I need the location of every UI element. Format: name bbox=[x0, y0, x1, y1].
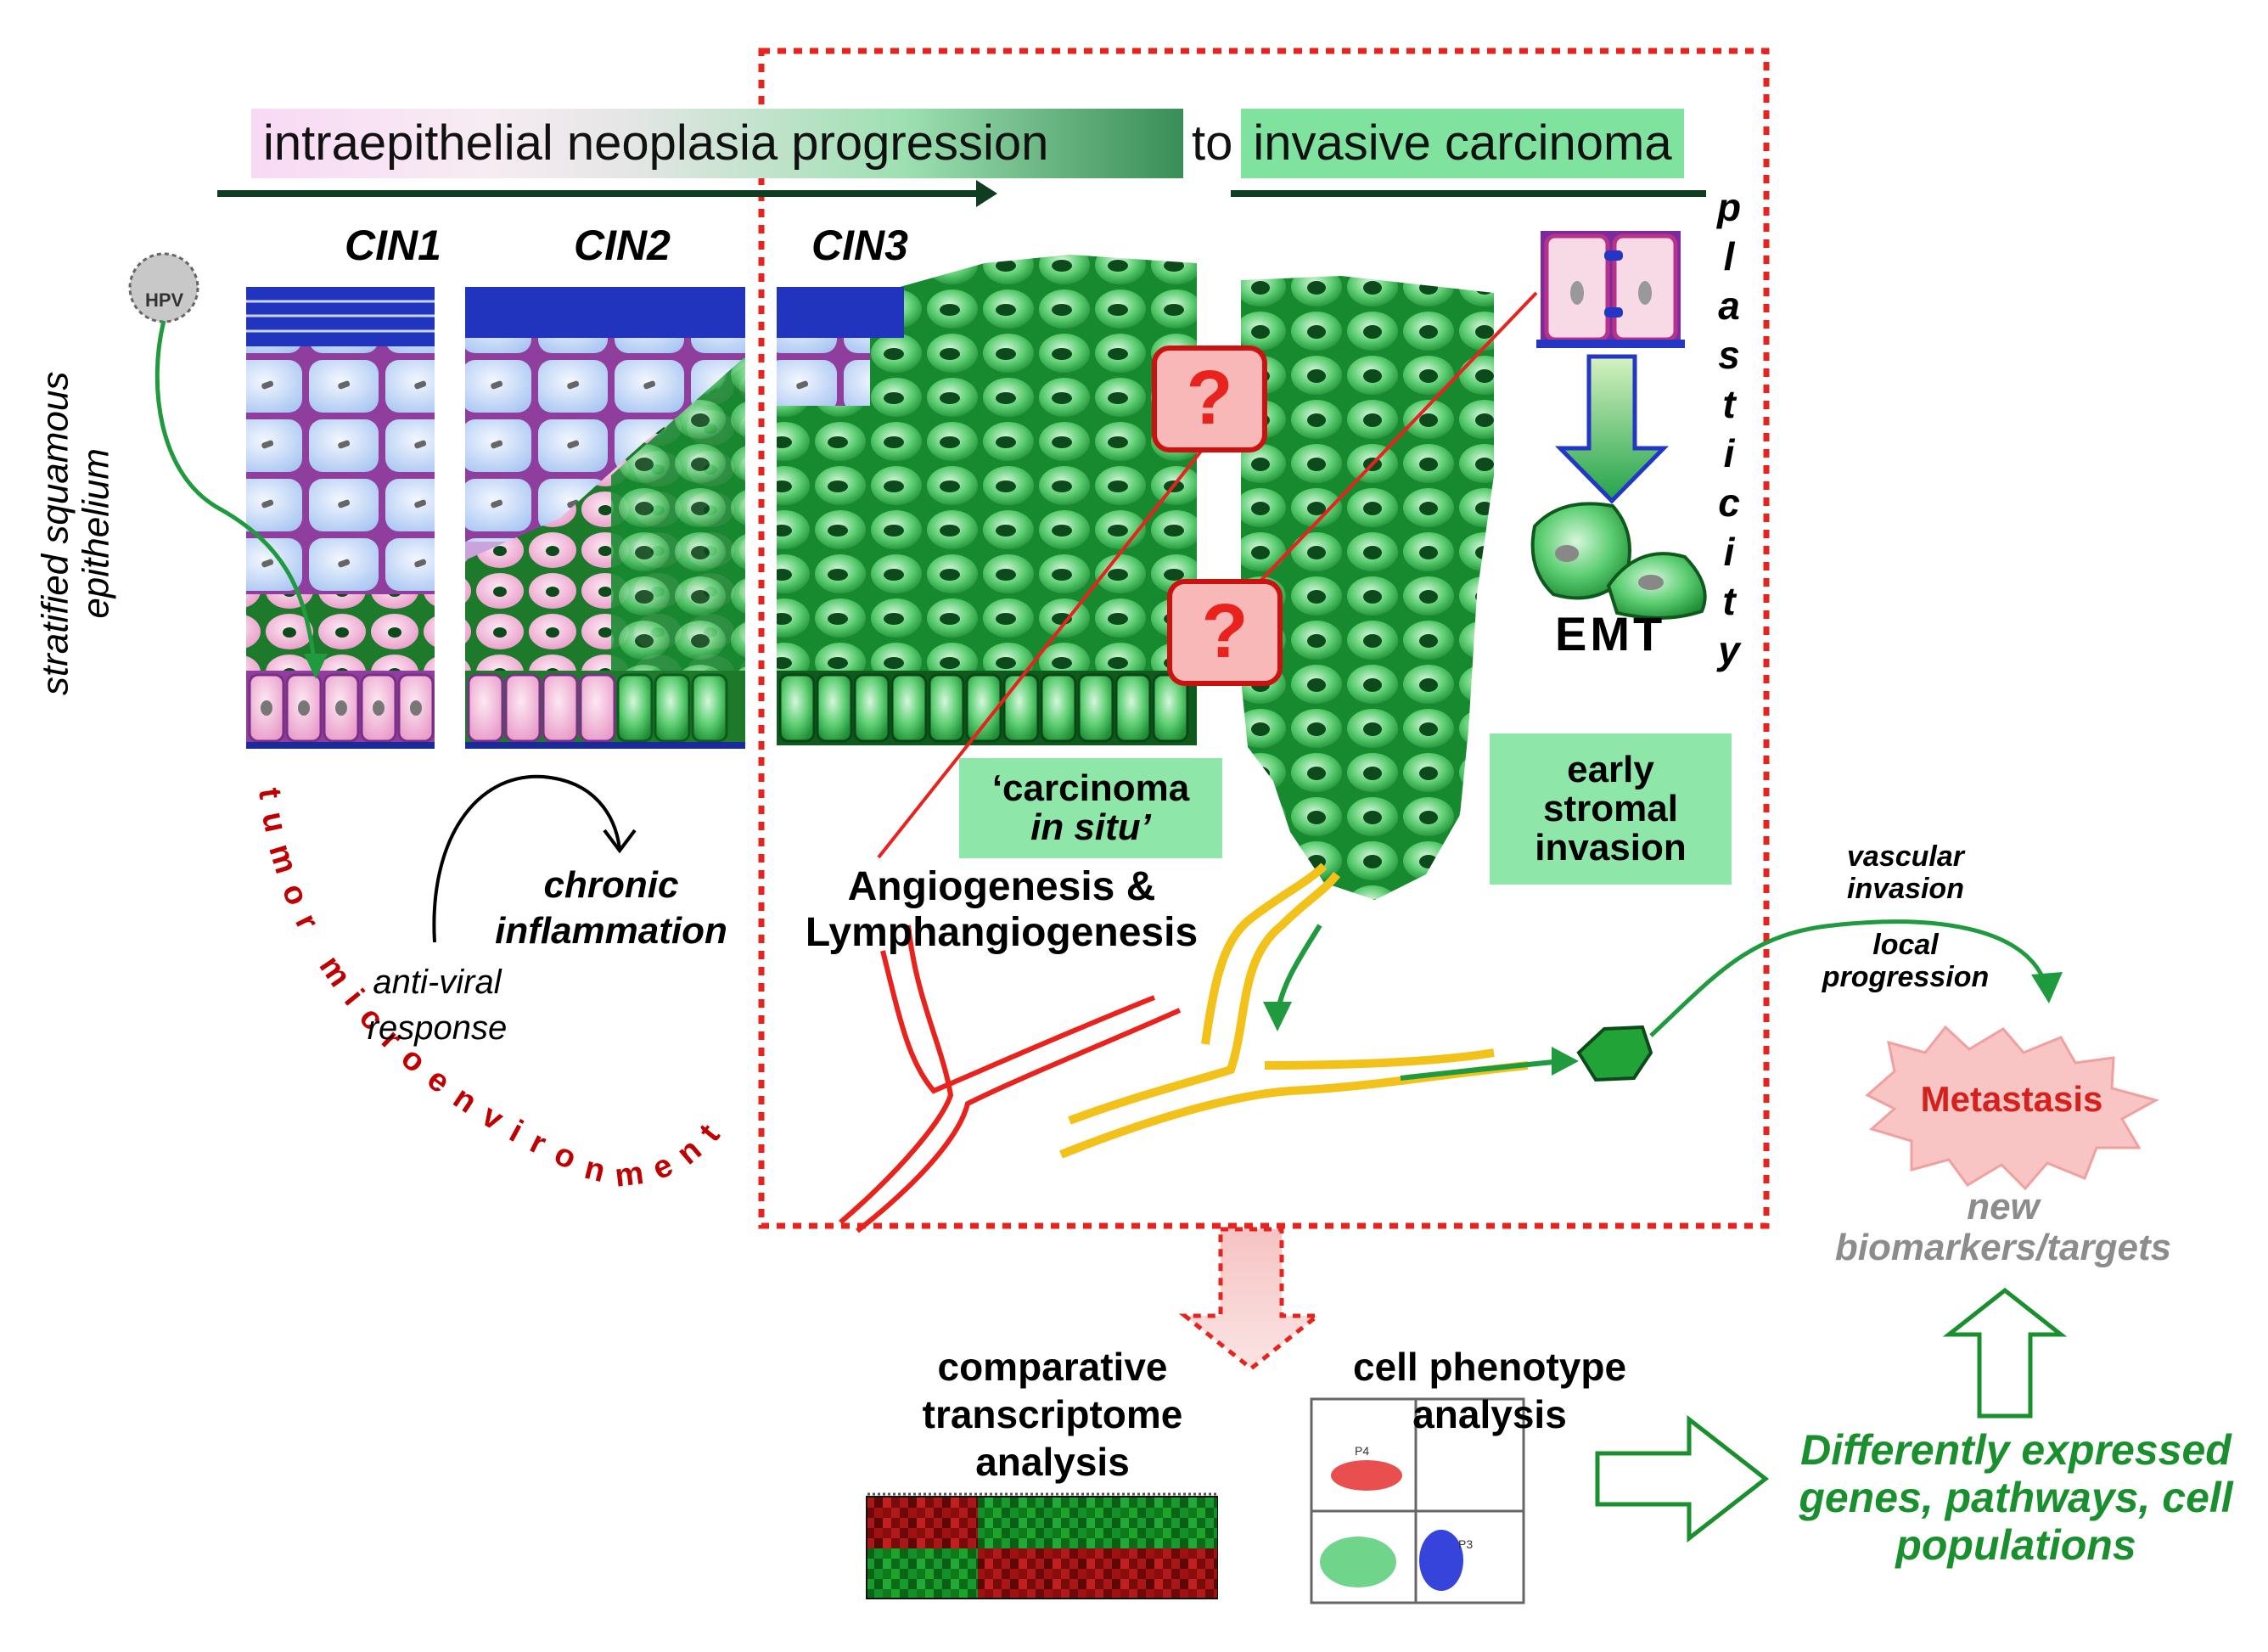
neoplasia-progression-label: intraepithelial neoplasia progression bbox=[251, 109, 1183, 178]
migrating-tumor-cell bbox=[1576, 1025, 1653, 1082]
stromal-invasion-arrowhead bbox=[1263, 1002, 1292, 1031]
early-line1: early bbox=[1567, 748, 1654, 790]
result-line2: genes, pathways, cell bbox=[1799, 1474, 2233, 1521]
flow-cytometry-plot bbox=[1310, 1397, 1525, 1604]
local-line2: progression bbox=[1822, 961, 1990, 993]
plasticity-label: p l a s t i c i t y bbox=[1708, 183, 1750, 675]
plasticity-letter: t bbox=[1722, 579, 1736, 623]
inflammation-arrowhead bbox=[603, 829, 637, 854]
carcinoma-in-situ-box: ‘carcinoma in situ’ bbox=[959, 758, 1222, 858]
new-line1: new bbox=[1967, 1186, 2040, 1228]
cin3-label: CIN3 bbox=[811, 222, 908, 269]
question-callout-lower bbox=[1167, 291, 1538, 686]
differently-expressed-label: Differently expressed genes, pathways, c… bbox=[1778, 1426, 2254, 1569]
vascular-line2: invasion bbox=[1847, 873, 1964, 905]
stratified-line2: epithelium bbox=[76, 448, 117, 619]
chronic-inflammation-label: chronic inflammation bbox=[475, 863, 747, 954]
emt-label: EMT bbox=[1555, 607, 1666, 660]
phenotype-line2: analysis bbox=[1412, 1392, 1567, 1436]
plasticity-letter: a bbox=[1718, 284, 1740, 328]
plasticity-letter: t bbox=[1722, 382, 1736, 426]
metastasis-label: Metastasis bbox=[1920, 1079, 2103, 1119]
to-label: to bbox=[1192, 115, 1233, 171]
transcriptome-analysis-label: comparative transcriptome analysis bbox=[874, 1343, 1231, 1486]
stromal-invasion-arrow bbox=[1275, 924, 1322, 1015]
angiogenesis-line1: Angiogenesis & bbox=[847, 864, 1156, 909]
cin1-label: CIN1 bbox=[345, 222, 441, 269]
stratified-epithelium-label: stratified squamous epithelium bbox=[34, 355, 118, 711]
hpv-virus bbox=[128, 252, 328, 679]
flow-gate-p4: P4 bbox=[1355, 1444, 1370, 1458]
angiogenesis-label: Angiogenesis & Lymphangiogenesis bbox=[789, 864, 1214, 956]
plasticity-letter: s bbox=[1718, 333, 1740, 377]
cin3-epithelium bbox=[777, 255, 1197, 745]
invasive-tumor bbox=[1241, 276, 1494, 900]
anti-viral-response-label: anti-viral response bbox=[323, 959, 552, 1051]
plasticity-letter: l bbox=[1723, 234, 1735, 278]
transcriptome-line3: analysis bbox=[975, 1440, 1130, 1484]
plasticity-letter: i bbox=[1723, 530, 1735, 574]
up-hollow-arrow bbox=[1942, 1287, 2068, 1419]
new-biomarkers-label: new biomarkers/targets bbox=[1782, 1187, 2224, 1268]
blood-vessel bbox=[839, 924, 1182, 1233]
plasticity-letter: p bbox=[1716, 185, 1742, 229]
local-line1: local bbox=[1872, 929, 1939, 961]
cin2-epithelium bbox=[465, 287, 745, 749]
plasticity-letter: i bbox=[1723, 431, 1735, 475]
early-line3: invasion bbox=[1535, 827, 1687, 869]
vascular-line1: vascular bbox=[1847, 840, 1964, 873]
lymph-flow-arrow bbox=[1400, 1059, 1563, 1081]
chronic-line2: inflammation bbox=[495, 910, 727, 952]
question-mark-upper: ? bbox=[1186, 356, 1233, 441]
new-line2: biomarkers/targets bbox=[1834, 1227, 2172, 1268]
flow-gate-p3: P3 bbox=[1458, 1537, 1474, 1551]
vascular-invasion-label: vascular invasion bbox=[1791, 840, 2020, 905]
question-mark-lower: ? bbox=[1201, 589, 1249, 674]
focus-dotted-frame bbox=[758, 48, 1770, 1229]
cin1-epithelium bbox=[246, 287, 435, 749]
transcriptome-line2: transcriptome bbox=[922, 1392, 1183, 1436]
plasticity-letter: y bbox=[1718, 628, 1740, 672]
invasive-carcinoma-label: invasive carcinoma bbox=[1241, 109, 1684, 178]
carcinoma-line2: in situ’ bbox=[1030, 806, 1151, 848]
local-progression-label: local progression bbox=[1791, 929, 2020, 993]
transcriptome-line1: comparative bbox=[937, 1345, 1168, 1389]
hpv-label: HPV bbox=[145, 289, 184, 311]
emt-illustration bbox=[1530, 231, 1707, 621]
down-dotted-arrow bbox=[1178, 1227, 1324, 1372]
metastasis-starburst bbox=[1865, 1025, 2159, 1191]
cell-phenotype-analysis-label: cell phenotype analysis bbox=[1320, 1343, 1659, 1438]
early-line2: stromal bbox=[1543, 787, 1678, 829]
carcinoma-line1: ‘carcinoma bbox=[991, 767, 1190, 809]
question-callout-upper bbox=[877, 346, 1267, 859]
plasticity-letter: c bbox=[1718, 480, 1740, 525]
chronic-line1: chronic bbox=[543, 864, 679, 906]
vascular-invasion-arrowhead bbox=[2031, 972, 2063, 1003]
right-hollow-arrow bbox=[1595, 1414, 1770, 1543]
progression-arrow bbox=[217, 180, 1706, 207]
result-line3: populations bbox=[1895, 1521, 2136, 1569]
antiviral-line2: response bbox=[367, 1009, 508, 1047]
progression-title: intraepithelial neoplasia progression to… bbox=[251, 109, 1684, 178]
inflammation-arrow bbox=[432, 774, 621, 943]
phenotype-line1: cell phenotype bbox=[1352, 1345, 1627, 1389]
lymph-flow-arrowhead bbox=[1552, 1047, 1579, 1076]
early-stromal-invasion-box: early stromal invasion bbox=[1490, 733, 1732, 885]
stratified-line1: stratified squamous bbox=[34, 371, 76, 696]
angiogenesis-line2: Lymphangiogenesis bbox=[805, 910, 1199, 955]
result-line1: Differently expressed bbox=[1800, 1426, 2232, 1474]
antiviral-line1: anti-viral bbox=[373, 964, 502, 1001]
heatmap bbox=[866, 1492, 1218, 1599]
vascular-invasion-arrow bbox=[1649, 919, 2048, 1037]
cin2-label: CIN2 bbox=[574, 222, 671, 269]
